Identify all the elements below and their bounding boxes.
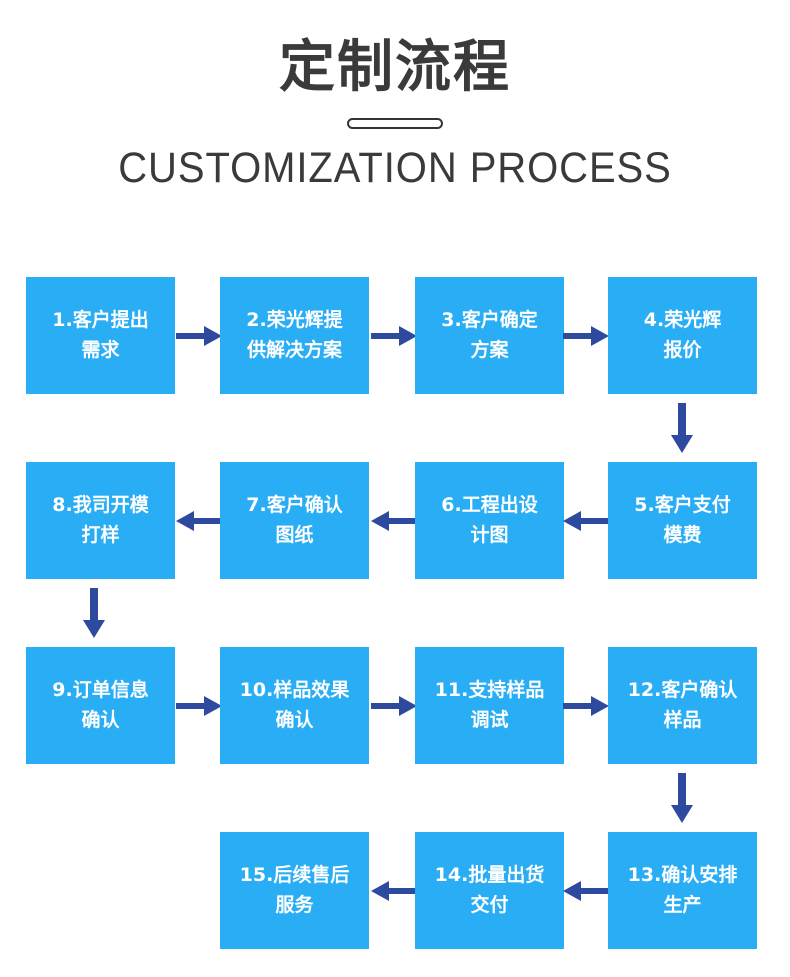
header: 定制流程 CUSTOMIZATION PROCESS xyxy=(0,0,790,193)
process-step-9[interactable]: 9.订单信息 确认 xyxy=(26,647,175,764)
step-label-line1: 3.客户确定 xyxy=(441,309,538,332)
arrow-left-icon xyxy=(371,879,417,903)
step-label-line1: 9.订单信息 xyxy=(52,679,149,702)
flow-row-2: 8.我司开模 打样 7.客户确认 图纸 6.工程出设 计图 xyxy=(0,462,790,579)
flow-row-3: 9.订单信息 确认 10.样品效果 确认 11.支持样品 调试 xyxy=(0,647,790,764)
step-label-line2: 方案 xyxy=(470,338,509,361)
process-step-11[interactable]: 11.支持样品 调试 xyxy=(415,647,564,764)
connector-gap-row3-row4 xyxy=(0,764,790,832)
step-label-line2: 交付 xyxy=(470,893,509,916)
title-divider-wrap xyxy=(0,116,790,130)
step-label-line1: 11.支持样品 xyxy=(434,679,545,702)
arrow-down-icon xyxy=(82,588,106,638)
arrow-down-icon xyxy=(670,403,694,453)
step-label-line1: 4.荣光辉 xyxy=(643,309,722,332)
arrow-right-icon xyxy=(563,694,609,718)
step-label-line2: 生产 xyxy=(663,893,702,916)
flow-row-4: 15.后续售后 服务 14.批量出货 交付 13.确认安排 生产 xyxy=(0,832,790,949)
page-title-chinese: 定制流程 xyxy=(279,35,511,100)
step-label-line1: 12.客户确认 xyxy=(627,679,738,702)
process-step-1[interactable]: 1.客户提出 需求 xyxy=(26,277,175,394)
process-step-7[interactable]: 7.客户确认 图纸 xyxy=(220,462,369,579)
arrow-right-icon xyxy=(176,324,222,348)
process-flow: 1.客户提出 需求 2.荣光辉提 供解决方案 3.客户确定 方案 xyxy=(0,277,790,949)
arrow-left-icon xyxy=(176,509,222,533)
step-label-line2: 需求 xyxy=(81,338,120,361)
step-label-line1: 14.批量出货 xyxy=(434,864,545,887)
process-step-10[interactable]: 10.样品效果 确认 xyxy=(220,647,369,764)
step-label-line1: 2.荣光辉提 xyxy=(246,309,343,332)
arrow-right-icon xyxy=(371,694,417,718)
step-label-line1: 5.客户支付 xyxy=(634,494,731,517)
arrow-left-icon xyxy=(563,509,609,533)
arrow-left-icon xyxy=(563,879,609,903)
step-label-line2: 确认 xyxy=(81,708,120,731)
process-step-3[interactable]: 3.客户确定 方案 xyxy=(415,277,564,394)
arrow-right-icon xyxy=(371,324,417,348)
step-label-line2: 模费 xyxy=(663,523,702,546)
step-label-line2: 打样 xyxy=(81,523,120,546)
process-step-6[interactable]: 6.工程出设 计图 xyxy=(415,462,564,579)
flow-row-1: 1.客户提出 需求 2.荣光辉提 供解决方案 3.客户确定 方案 xyxy=(0,277,790,394)
step-label-line1: 15.后续售后 xyxy=(239,864,350,887)
process-step-2[interactable]: 2.荣光辉提 供解决方案 xyxy=(220,277,369,394)
step-label-line2: 报价 xyxy=(663,338,702,361)
arrow-down-icon xyxy=(670,773,694,823)
step-label-line1: 8.我司开模 xyxy=(52,494,149,517)
arrow-left-icon xyxy=(371,509,417,533)
process-step-12[interactable]: 12.客户确认 样品 xyxy=(608,647,757,764)
step-label-line1: 13.确认安排 xyxy=(627,864,738,887)
step-label-line1: 7.客户确认 xyxy=(246,494,343,517)
page-title-english: CUSTOMIZATION PROCESS xyxy=(118,144,672,193)
step-label-line2: 计图 xyxy=(470,523,509,546)
step-label-line2: 供解决方案 xyxy=(246,338,342,361)
step-label-line1: 6.工程出设 xyxy=(441,494,538,517)
arrow-right-icon xyxy=(563,324,609,348)
pill-divider-icon xyxy=(347,117,443,129)
step-label-line1: 10.样品效果 xyxy=(239,679,350,702)
process-step-8[interactable]: 8.我司开模 打样 xyxy=(26,462,175,579)
step-label-line2: 调试 xyxy=(470,708,509,731)
process-step-5[interactable]: 5.客户支付 模费 xyxy=(608,462,757,579)
step-label-line2: 确认 xyxy=(275,708,314,731)
connector-gap-row2-row3 xyxy=(0,579,790,647)
process-step-4[interactable]: 4.荣光辉 报价 xyxy=(608,277,757,394)
process-step-14[interactable]: 14.批量出货 交付 xyxy=(415,832,564,949)
process-step-13[interactable]: 13.确认安排 生产 xyxy=(608,832,757,949)
step-label-line1: 1.客户提出 xyxy=(52,309,149,332)
step-label-line2: 样品 xyxy=(663,708,702,731)
arrow-right-icon xyxy=(176,694,222,718)
step-label-line2: 图纸 xyxy=(275,523,314,546)
connector-gap-row1-row2 xyxy=(0,394,790,462)
process-step-15[interactable]: 15.后续售后 服务 xyxy=(220,832,369,949)
step-label-line2: 服务 xyxy=(275,893,314,916)
